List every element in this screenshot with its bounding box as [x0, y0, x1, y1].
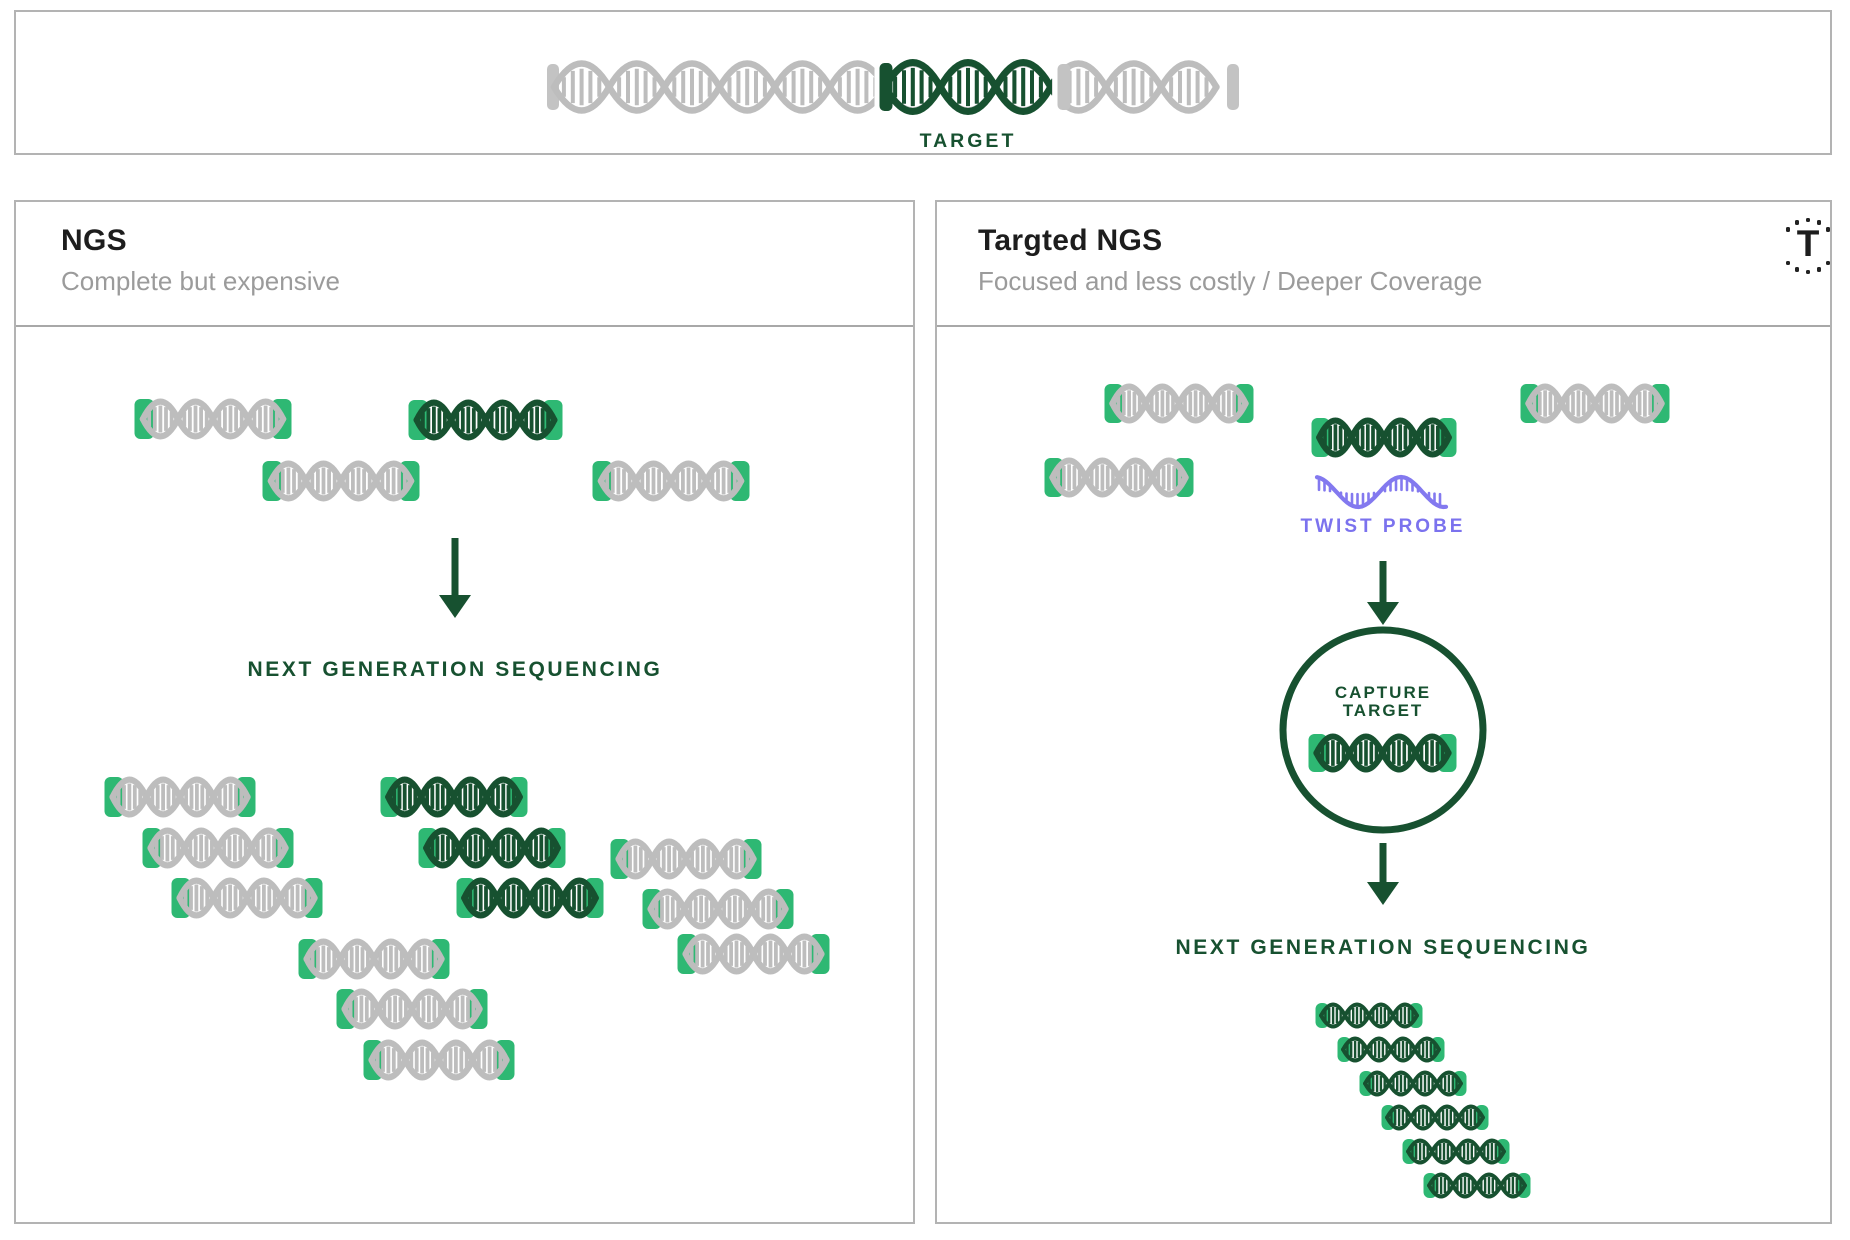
dna-fragment-gray — [610, 838, 762, 880]
twist-probe-icon — [1314, 474, 1449, 510]
dna-fragment-gray — [592, 460, 750, 502]
dna-fragment-gray — [298, 938, 450, 980]
twist-logo-dot — [1794, 220, 1800, 225]
dna-fragment-dark — [1381, 1104, 1489, 1131]
twist-logo-dot — [1825, 227, 1831, 232]
target-dna-helix — [547, 55, 1239, 119]
dna-fragment-gray — [104, 776, 256, 818]
dna-fragment-dark — [1337, 1036, 1445, 1063]
dna-fragment-dark — [1315, 1002, 1423, 1029]
twist-logo-dot — [1816, 220, 1822, 225]
dna-fragment-dark — [1402, 1138, 1510, 1165]
twist-logo-dot — [1794, 267, 1800, 272]
capture-target-label: CAPTURE TARGET — [1283, 683, 1483, 721]
twist-probe-label: TWIST PROBE — [1300, 516, 1466, 537]
capture-circle — [1279, 626, 1487, 834]
dna-fragment-gray — [134, 398, 292, 440]
dna-fragment-dark — [1359, 1070, 1467, 1097]
down-arrow-icon — [439, 538, 471, 618]
ngs-panel-subtitle: Complete but expensive — [61, 266, 340, 296]
dna-fragment-dark — [456, 877, 604, 919]
dna-fragment-gray — [262, 460, 420, 502]
twist-logo-dot — [1825, 260, 1831, 265]
dna-fragment-dark — [1311, 417, 1457, 458]
twist-logo-dot — [1805, 269, 1811, 275]
targeted-ngs-panel-title: Targted NGS — [978, 224, 1163, 257]
dna-fragment-dark — [418, 827, 566, 869]
dna-fragment-gray — [171, 877, 323, 919]
dna-fragment-gray — [363, 1039, 515, 1081]
dna-fragment-gray — [142, 827, 294, 869]
ngs-panel-header-divider — [16, 325, 913, 327]
capture-target-line1: CAPTURE — [1334, 683, 1432, 702]
dna-fragment-dark — [380, 776, 528, 818]
down-arrow-icon — [1367, 843, 1399, 905]
targeted-ngs-panel-header-divider — [937, 325, 1830, 327]
targeted-ngs-panel-subtitle: Focused and less costly / Deeper Coverag… — [978, 266, 1483, 296]
dna-fragment-gray — [336, 988, 488, 1030]
twist-logo: T — [1778, 216, 1838, 276]
twist-logo-dot — [1785, 260, 1791, 265]
twist-logo-dot — [1805, 217, 1811, 223]
dna-fragment-dark — [1423, 1172, 1531, 1199]
twist-logo-dot — [1785, 227, 1791, 232]
ngs-panel-title: NGS — [61, 224, 127, 257]
twist-logo-dot — [1816, 267, 1822, 272]
capture-target-line2: TARGET — [1342, 701, 1424, 721]
target-label: TARGET — [919, 130, 1017, 152]
dna-fragment-gray — [642, 888, 794, 930]
dna-fragment-gray — [677, 933, 830, 975]
ngs-step-label: NEXT GENERATION SEQUENCING — [247, 658, 663, 681]
ngs-panel — [14, 200, 915, 1224]
down-arrow-icon — [1367, 561, 1399, 625]
dna-fragment-dark — [1308, 733, 1457, 773]
dna-fragment-gray — [1044, 457, 1194, 498]
dna-fragment-gray — [1520, 383, 1670, 424]
dna-fragment-dark — [408, 399, 563, 441]
targeted-ngs-step-label: NEXT GENERATION SEQUENCING — [1175, 936, 1591, 959]
dna-fragment-gray — [1104, 383, 1254, 424]
twist-logo-letter: T — [1796, 223, 1820, 264]
